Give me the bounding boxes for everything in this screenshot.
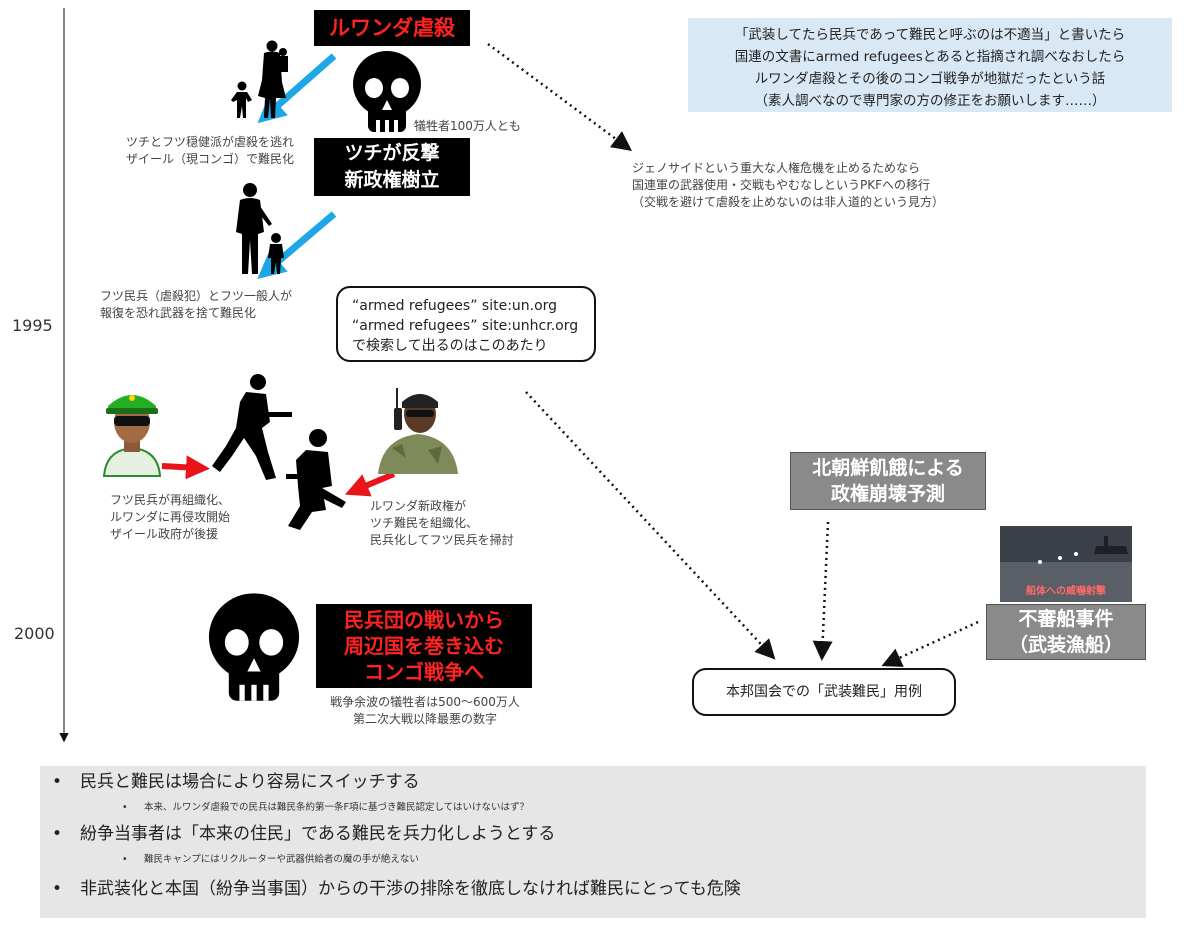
hutu-militia-line-2: 報復を恐れ武器を捨て難民化 <box>100 306 257 320</box>
sub-bullet-marker: • <box>122 802 128 813</box>
bullet-marker: • <box>52 824 63 844</box>
tutsi-hutu-flee-line-1: ツチとフツ穏健派が虐殺を逃れ <box>125 135 294 149</box>
adult-child-silhouette-icon <box>236 183 284 274</box>
ship-photo-graphic <box>1000 526 1132 602</box>
context-info-line-4: （素人調べなので専門家の方の修正をお願いします……） <box>754 93 1106 109</box>
bullet-item-2: • 紛争当事者は「本来の住民」である難民を兵力化しようとする <box>52 822 1146 846</box>
congo-war-line-3: コンゴ戦争へ <box>364 660 484 684</box>
bullet-sub-text-2: 難民キャンプにはリクルーターや武器供給者の魔の手が絶えない <box>144 854 419 865</box>
bullet-text-3: 非武装化と本国（紛争当事国）からの干渉の排除を徹底しなければ難民にとっても危険 <box>80 879 741 899</box>
tutsi-hutu-flee-note: ツチとフツ穏健派が虐殺を逃れ ザイール（現コンゴ）で難民化 <box>116 134 304 168</box>
dotted-arrow-nk-to-diet <box>812 521 833 661</box>
blue-arrow-flee-1 <box>257 53 337 124</box>
dotted-arrow-genocide-to-pkf <box>487 42 633 151</box>
search-query-line-3: で検索して出るのはこのあたり <box>352 338 548 354</box>
bullet-sub-item-2: • 難民キャンプにはリクルーターや武器供給者の魔の手が絶えない <box>52 846 1146 874</box>
congo-war-line-2: 周辺国を巻き込む <box>344 634 504 658</box>
hutu-reorganization-line-2: ルワンダに再侵攻開始 <box>110 510 231 524</box>
congo-victims-line-1: 戦争余波の犠牲者は500～600万人 <box>330 695 520 709</box>
rwanda-gov-line-2: ツチ難民を組織化、 <box>370 516 479 530</box>
rwanda-genocide-title: ルワンダ虐殺 <box>314 10 470 46</box>
hutu-militia-line-1: フツ民兵（虐殺犯）とフツ一般人が <box>100 289 293 303</box>
congo-victims-note: 戦争余波の犠牲者は500～600万人 第二次大戦以降最悪の数字 <box>312 694 538 728</box>
suspicious-ship-line-2: （武装漁船） <box>1008 634 1123 656</box>
genocide-pkf-line-3: （交戦を避けて虐殺を止めないのは非人道的という見方） <box>632 195 945 209</box>
tutsi-hutu-flee-line-2: ザイール（現コンゴ）で難民化 <box>125 152 294 166</box>
context-info-line-2: 国連の文書にarmed refugeesとあると指摘され調べなおしたら <box>734 49 1126 65</box>
north-korea-collapse-box: 北朝鮮飢餓による 政権崩壊予測 <box>790 452 986 510</box>
congo-war-box: 民兵団の戦いから 周辺国を巻き込む コンゴ戦争へ <box>316 604 532 688</box>
dotted-arrow-ship-to-diet <box>881 620 979 667</box>
genocide-pkf-note: ジェノサイドという重大な人権危機を止めるためなら 国連軍の武器使用・交戦もやむな… <box>632 160 944 211</box>
bullet-marker: • <box>52 879 63 899</box>
refugee-family-silhouette-icon <box>231 40 288 118</box>
suspicious-ship-line-1: 不審船事件 <box>1018 608 1114 630</box>
sub-bullet-marker: • <box>122 854 128 865</box>
genocide-pkf-line-1: ジェノサイドという重大な人権危機を止めるためなら <box>632 161 921 175</box>
soldier-with-radio-photo <box>372 378 464 474</box>
year-label-1995: 1995 <box>12 316 53 335</box>
bullet-sub-text-1: 本来、ルワンダ虐殺での民兵は難民条約第一条F項に基づき難民認定してはいけないはず… <box>144 802 529 813</box>
search-query-line-2: “armed refugees” site:unhcr.org <box>352 318 579 334</box>
militia-officer-icon <box>102 395 162 477</box>
summary-bullets-panel: • 民兵と難民は場合により容易にスイッチする • 本来、ルワンダ虐殺での民兵は難民条… <box>40 766 1146 918</box>
skull-icon <box>353 51 421 132</box>
victims-note: 犠牲者100万人とも <box>414 119 521 133</box>
genocide-pkf-line-2: 国連軍の武器使用・交戦もやむなしというPKFへの移行 <box>632 178 931 192</box>
congo-victims-line-2: 第二次大戦以降最悪の数字 <box>352 712 497 726</box>
tutsi-counterattack-line-1: ツチが反撃 <box>344 142 440 164</box>
context-info-line-1: 「武装してたら民兵であって難民と呼ぶのは不適当」と書いたら <box>734 27 1126 43</box>
skull-large-icon <box>208 593 300 701</box>
bullet-text-2: 紛争当事者は「本来の住民」である難民を兵力化しようとする <box>80 824 556 844</box>
rwanda-gov-line-3: 民兵化してフツ民兵を掃討 <box>370 533 514 547</box>
bullet-marker: • <box>52 772 63 792</box>
soldier-kneeling-silhouette-icon <box>286 429 346 530</box>
hutu-reorganization-line-3: ザイール政府が後援 <box>110 527 219 541</box>
hutu-reorganization-note: フツ民兵が再組織化、 ルワンダに再侵攻開始 ザイール政府が後援 <box>110 492 230 543</box>
rwanda-gov-line-1: ルワンダ新政権が <box>370 499 467 513</box>
north-korea-line-1: 北朝鮮飢餓による <box>812 457 964 479</box>
bullet-text-1: 民兵と難民は場合により容易にスイッチする <box>80 772 420 792</box>
hutu-militia-note: フツ民兵（虐殺犯）とフツ一般人が 報復を恐れ武器を捨て難民化 <box>100 288 292 322</box>
rwanda-gov-note: ルワンダ新政権が ツチ難民を組織化、 民兵化してフツ民兵を掃討 <box>370 498 514 549</box>
hutu-reorganization-line-1: フツ民兵が再組織化、 <box>110 493 231 507</box>
search-query-line-1: “armed refugees” site:un.org <box>352 298 558 314</box>
bullet-item-3: • 非武装化と本国（紛争当事国）からの干渉の排除を徹底しなければ難民にとっても危険 <box>52 874 1146 904</box>
tutsi-counterattack-line-2: 新政権樹立 <box>344 169 440 191</box>
search-query-box: “armed refugees” site:un.org “armed refu… <box>336 286 596 362</box>
suspicious-ship-box: 不審船事件 （武装漁船） <box>986 604 1146 660</box>
context-info-box: 「武装してたら民兵であって難民と呼ぶのは不適当」と書いたら 国連の文書にarme… <box>688 18 1172 112</box>
congo-war-line-1: 民兵団の戦いから <box>344 608 504 632</box>
red-arrow-militia <box>161 455 210 480</box>
diet-usage-box: 本邦国会での「武装難民」用例 <box>692 668 956 716</box>
north-korea-line-2: 政権崩壊予測 <box>830 483 945 505</box>
year-label-2000: 2000 <box>14 624 55 643</box>
bullet-item-1: • 民兵と難民は場合により容易にスイッチする <box>52 770 1146 794</box>
ship-photo-caption: 船体への威嚇射撃 <box>1026 586 1106 597</box>
soldier-running-silhouette-icon <box>212 374 292 480</box>
bullet-sub-item-1: • 本来、ルワンダ虐殺での民兵は難民条約第一条F項に基づき難民認定してはいけないは… <box>52 794 1146 822</box>
tutsi-counterattack-box: ツチが反撃 新政権樹立 <box>314 138 470 196</box>
warning-shot-photo: 船体への威嚇射撃 <box>1000 526 1132 602</box>
red-arrow-gov <box>344 471 396 497</box>
context-info-line-3: ルワンダ虐殺とその後のコンゴ戦争が地獄だったという話 <box>754 71 1106 87</box>
dotted-arrow-search-to-diet <box>525 391 776 660</box>
